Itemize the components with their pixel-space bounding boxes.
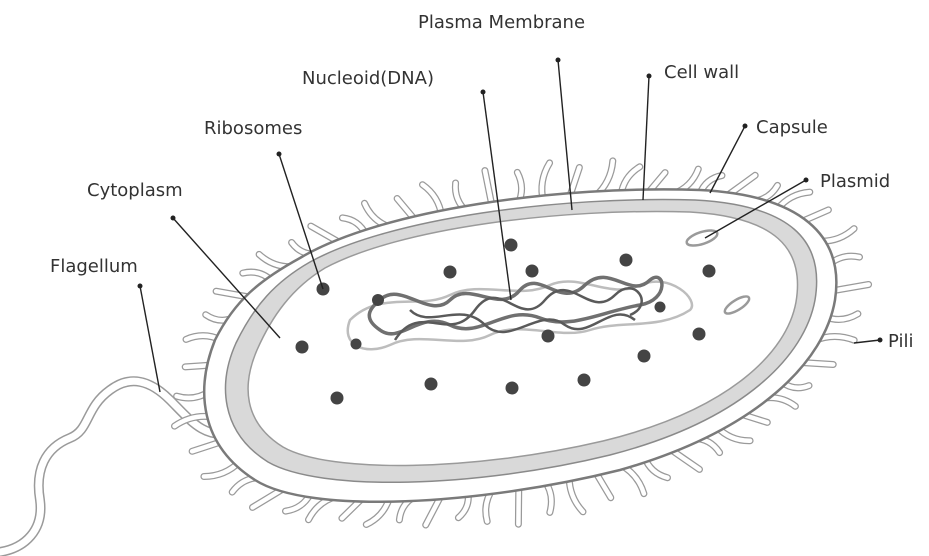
- label-pili: Pili: [888, 331, 913, 352]
- leader-plasma-membrane: [558, 60, 572, 210]
- label-nucleoid: Nucleoid(DNA): [302, 68, 434, 89]
- label-cytoplasm: Cytoplasm: [87, 180, 183, 201]
- label-capsule: Capsule: [756, 117, 828, 138]
- leader-cell-wall: [643, 76, 649, 200]
- label-plasma-membrane: Plasma Membrane: [418, 12, 585, 33]
- leader-flagellum: [140, 286, 160, 392]
- label-plasmid: Plasmid: [820, 171, 890, 192]
- label-flagellum: Flagellum: [50, 256, 138, 277]
- label-cell-wall: Cell wall: [664, 62, 739, 83]
- label-ribosomes: Ribosomes: [204, 118, 302, 139]
- flagellum: [0, 381, 232, 552]
- leader-pili: [854, 340, 880, 343]
